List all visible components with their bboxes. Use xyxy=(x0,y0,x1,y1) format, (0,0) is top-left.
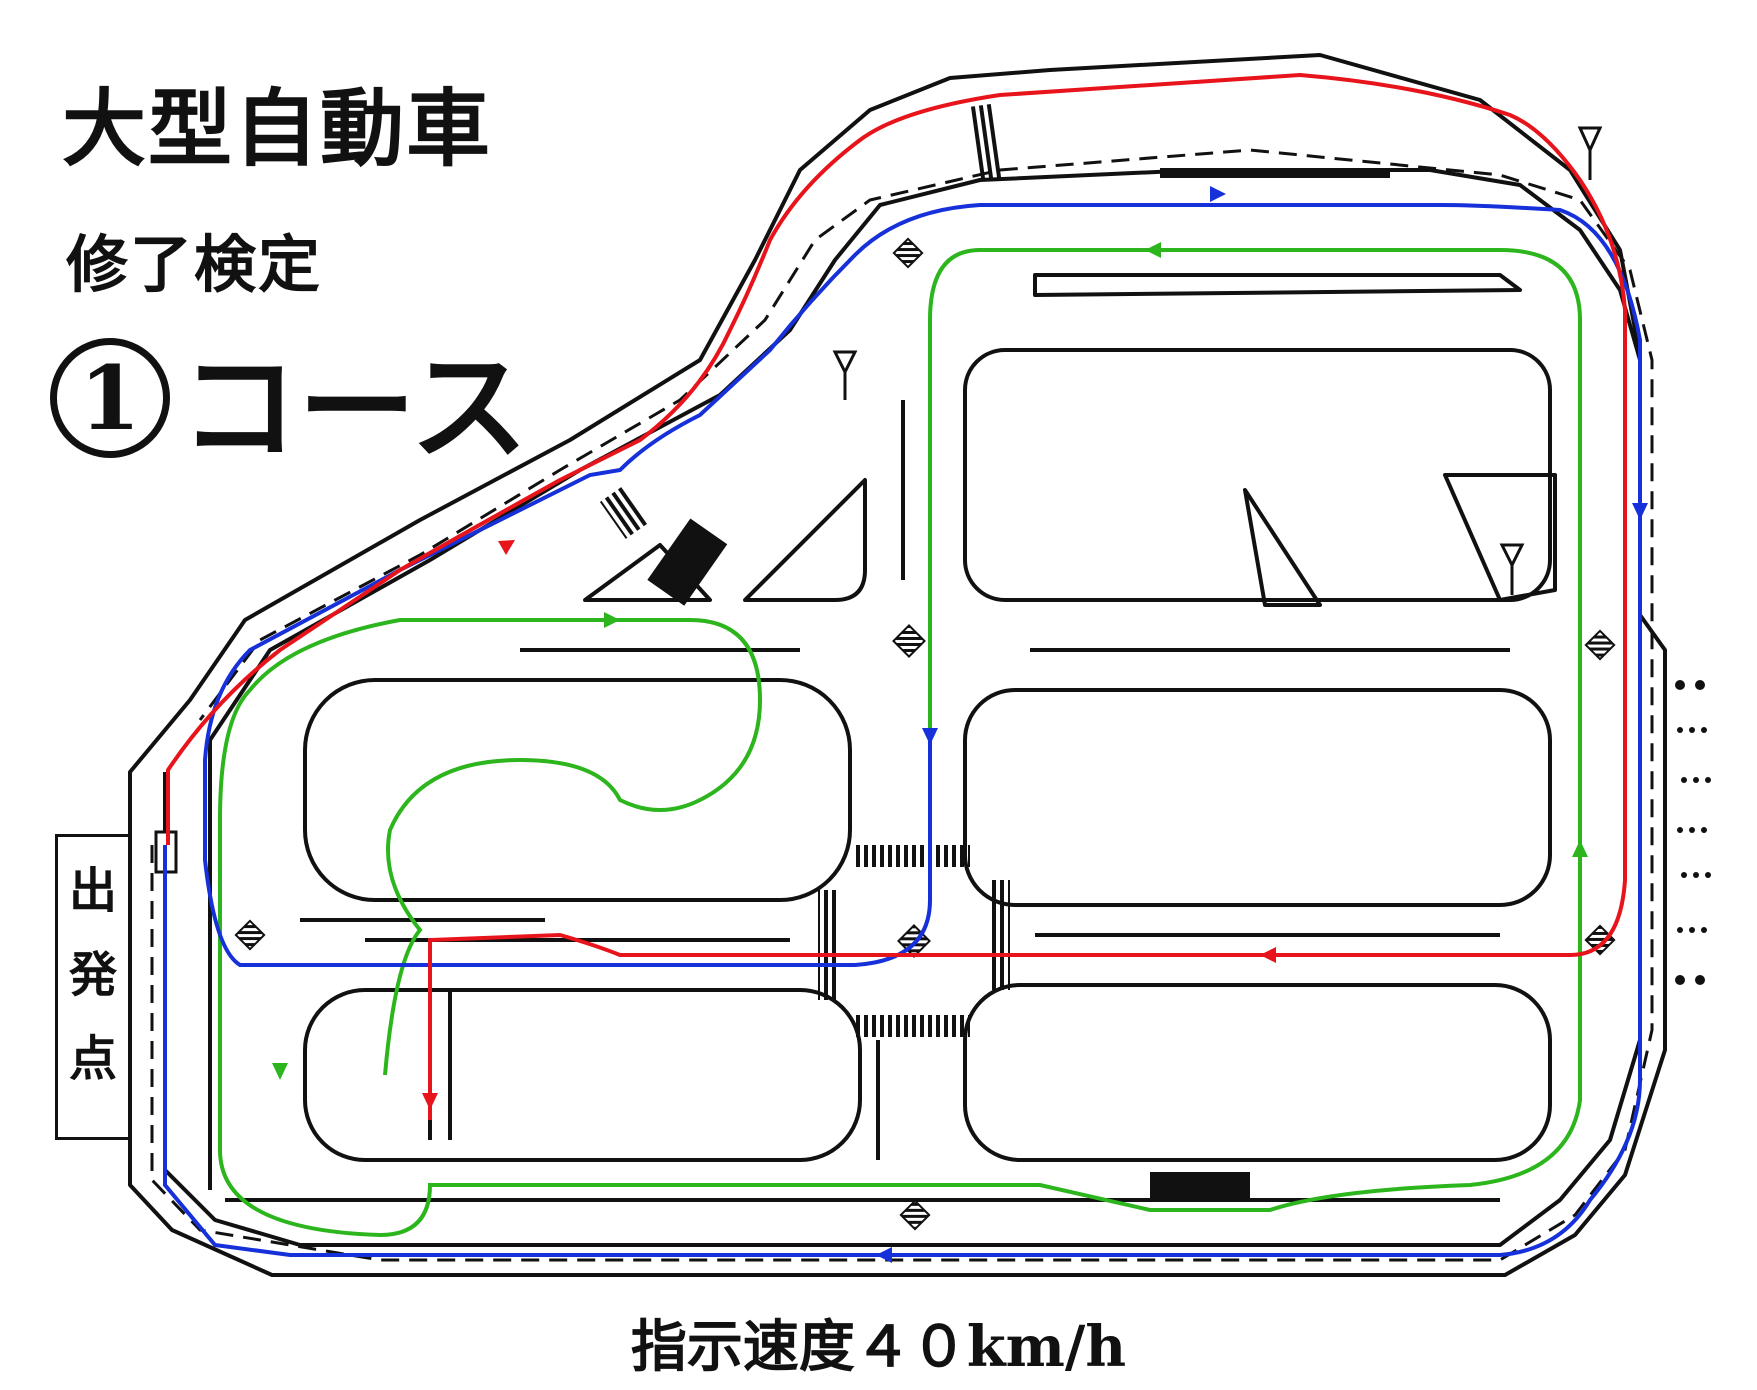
arrow-icon xyxy=(922,728,938,745)
speed-instruction: 指示速度４０km/h xyxy=(630,1314,1127,1380)
antenna-icon xyxy=(1577,126,1603,180)
outer-road-outer-edge xyxy=(128,53,1667,1277)
course-number-badge: 1 xyxy=(50,337,170,458)
arrow-icon xyxy=(498,540,515,555)
antenna-icons xyxy=(832,126,1603,595)
route-blue xyxy=(163,203,1642,1257)
route-arrows xyxy=(272,186,1648,1263)
arrow-icon xyxy=(1145,242,1161,258)
outer-road xyxy=(128,53,1667,1277)
start-point-char: 点 xyxy=(68,1031,117,1087)
dots xyxy=(1675,680,1711,985)
start-point-char: 出 xyxy=(68,863,117,919)
arrow-icon xyxy=(422,1093,438,1110)
crosswalks xyxy=(599,103,1010,1037)
outer-road-inner-edge xyxy=(163,168,1642,1247)
exam-type-title: 修了検定 xyxy=(66,228,323,301)
start-point-box: 出 発 点 xyxy=(55,834,131,1140)
arrow-icon xyxy=(876,1247,892,1263)
arrow-icon xyxy=(1210,186,1226,202)
outer-road-dashed-centerline xyxy=(150,148,1654,1262)
vehicle-class-title: 大型自動車 xyxy=(62,79,493,178)
antenna-icon xyxy=(1499,543,1525,595)
arrow-icon xyxy=(1572,840,1588,857)
arrow-icon xyxy=(272,1063,288,1080)
course-title: 1 コース xyxy=(50,312,528,483)
antenna-icon xyxy=(832,350,858,400)
arrow-icon xyxy=(1260,947,1276,963)
arrow-icon xyxy=(604,612,620,628)
route-green xyxy=(218,248,1582,1238)
arrow-icon xyxy=(1632,503,1648,520)
black-blocks xyxy=(647,168,1390,1202)
course-suffix: コース xyxy=(180,338,529,477)
route-red xyxy=(166,72,1627,1120)
start-point-char: 発 xyxy=(68,947,117,1003)
